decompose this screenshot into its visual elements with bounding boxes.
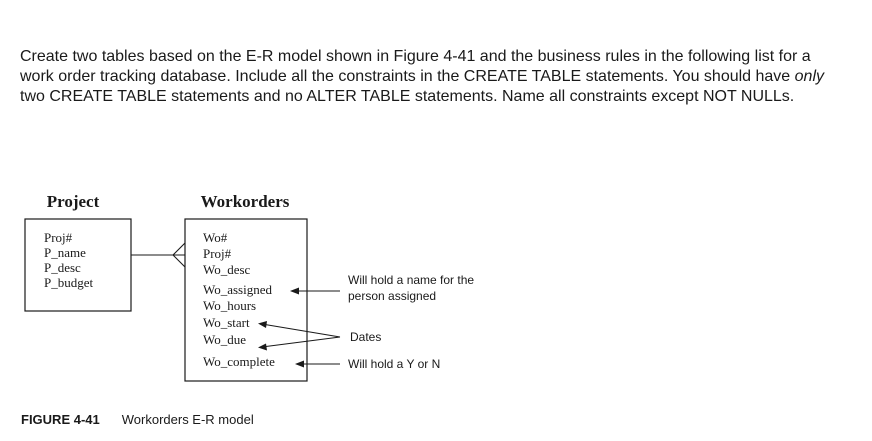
- project-attribute: P_desc: [44, 260, 81, 275]
- workorders-entity-box: [184, 218, 308, 382]
- assigned-note-line2: person assigned: [348, 289, 436, 303]
- annotation-arrows: [258, 287, 341, 368]
- figure-caption: FIGURE 4-41 Workorders E-R model: [21, 412, 254, 427]
- prompt-text-before: Create two tables based on the E-R model…: [20, 48, 811, 85]
- project-attribute: P_budget: [44, 275, 94, 290]
- assigned-note-line1: Will hold a name for the: [348, 273, 474, 287]
- project-entity-box: [24, 218, 132, 312]
- project-attribute: Proj#: [44, 230, 73, 245]
- figure-number: FIGURE 4-41: [21, 412, 100, 427]
- workorders-entity-title: Workorders: [201, 192, 290, 211]
- complete-note: Will hold a Y or N: [348, 357, 440, 371]
- prompt-text-after: two CREATE TABLE statements and no ALTER…: [20, 88, 795, 105]
- dates-note: Dates: [350, 330, 381, 344]
- workorders-attribute: Wo_complete: [203, 354, 275, 369]
- workorders-attribute: Wo_start: [203, 315, 250, 330]
- workorders-attribute: Wo_hours: [203, 298, 256, 313]
- project-attribute: P_name: [44, 245, 86, 260]
- workorders-attribute: Wo_assigned: [203, 282, 272, 297]
- prompt-emphasis: only: [794, 68, 825, 85]
- exercise-prompt: Create two tables based on the E-R model…: [20, 47, 840, 107]
- workorders-attribute: Wo#: [203, 230, 228, 245]
- figure-title: Workorders E-R model: [121, 412, 254, 427]
- workorders-attribute: Wo_due: [203, 332, 246, 347]
- workorders-attribute: Wo_desc: [203, 262, 251, 277]
- relationship-connector: [131, 242, 186, 268]
- project-entity-title: Project: [47, 192, 100, 211]
- workorders-attribute: Proj#: [203, 246, 232, 261]
